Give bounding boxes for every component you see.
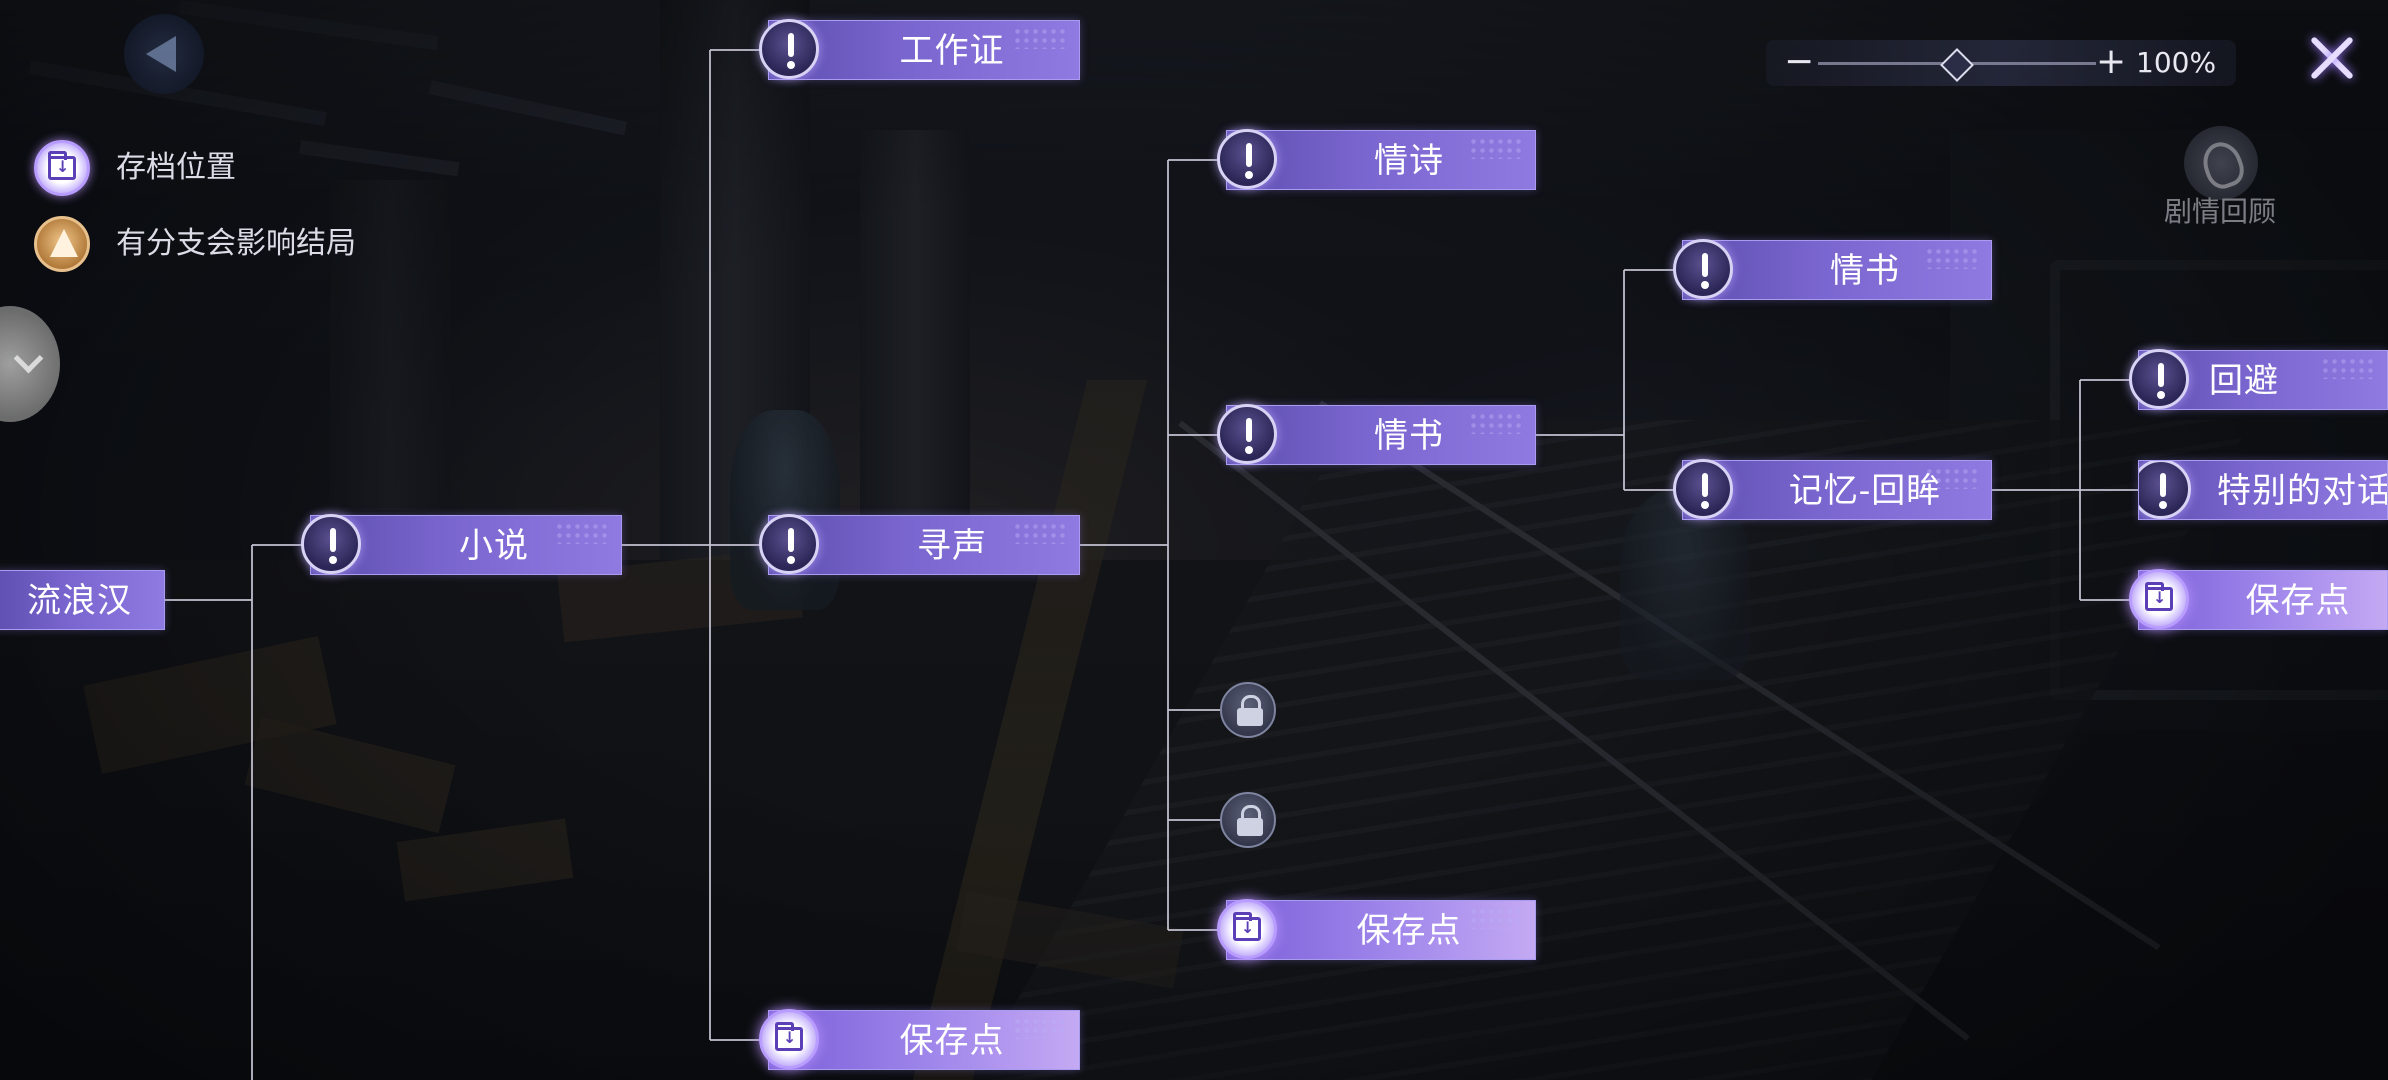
exclamation-icon	[1673, 459, 1733, 519]
save-folder-icon	[1217, 899, 1277, 959]
node-label: 回避	[2209, 361, 2279, 401]
locked-node-lock-icon[interactable]	[1220, 792, 1276, 848]
story-node-novel[interactable]: 小说	[301, 514, 622, 575]
node-pattern	[1013, 522, 1065, 544]
story-node-special-dialogue[interactable]: 特别的对话	[2138, 460, 2388, 520]
legend-label: 存档位置	[116, 150, 236, 185]
branch-ending-icon	[34, 216, 90, 272]
story-review-label: 剧情回顾	[2163, 195, 2276, 228]
story-node-seek-voice[interactable]: 寻声	[759, 514, 1080, 575]
exclamation-icon	[759, 19, 819, 79]
node-label: 保存点	[1356, 911, 1462, 951]
node-pattern	[1925, 467, 1977, 489]
exclamation-icon	[2139, 461, 2191, 519]
node-label: 特别的对话	[2217, 471, 2388, 511]
close-button[interactable]	[2302, 28, 2362, 88]
story-node-vagrant[interactable]: 流浪汉	[0, 570, 165, 630]
story-node-work-permit[interactable]: 工作证	[759, 19, 1080, 80]
node-label: 小说	[459, 526, 529, 566]
node-label: 寻声	[917, 526, 987, 566]
story-node-save-point[interactable]: 保存点	[1217, 899, 1536, 960]
exclamation-icon	[1217, 404, 1277, 464]
zoom-slider-thumb[interactable]	[1940, 48, 1974, 82]
zoom-in-button[interactable]: +	[2096, 41, 2127, 82]
node-label: 情书	[1374, 416, 1444, 456]
node-label: 保存点	[2245, 581, 2351, 621]
story-node-memory-glance[interactable]: 记忆-回眸	[1673, 459, 1992, 520]
node-pattern	[1013, 27, 1065, 49]
exclamation-icon	[759, 514, 819, 574]
story-node-love-letter[interactable]: 情书	[1217, 404, 1536, 465]
story-node-save-point[interactable]: 保存点	[759, 1009, 1080, 1070]
save-folder-icon	[759, 1009, 819, 1069]
story-node-avoid[interactable]: 回避	[2129, 349, 2388, 410]
node-label: 工作证	[899, 31, 1005, 71]
story-node-save-point[interactable]: 保存点	[2129, 569, 2388, 630]
zoom-control: − + 100%	[1766, 40, 2236, 86]
node-pattern	[555, 522, 607, 544]
node-pattern	[2321, 357, 2373, 379]
node-label: 情诗	[1374, 141, 1444, 181]
save-folder-icon	[2129, 569, 2189, 629]
node-label: 流浪汉	[27, 581, 132, 621]
story-node-love-poem[interactable]: 情诗	[1217, 129, 1536, 190]
node-label: 情书	[1830, 251, 1900, 291]
node-label: 记忆-回眸	[1788, 471, 1942, 511]
node-pattern	[1469, 412, 1521, 434]
node-label: 保存点	[899, 1021, 1005, 1061]
story-node-love-letter-2[interactable]: 情书	[1673, 239, 1992, 300]
back-button[interactable]	[124, 14, 204, 94]
legend-label: 有分支会影响结局	[116, 226, 356, 261]
node-pattern	[1925, 247, 1977, 269]
zoom-out-button[interactable]: −	[1784, 41, 1815, 82]
zoom-level-readout: 100%	[2136, 46, 2217, 79]
exclamation-icon	[301, 514, 361, 574]
node-pattern	[1469, 137, 1521, 159]
exclamation-icon	[1217, 129, 1277, 189]
exclamation-icon	[2129, 349, 2189, 409]
locked-node-lock-icon[interactable]	[1220, 682, 1276, 738]
exclamation-icon	[1673, 239, 1733, 299]
node-pattern	[1013, 1017, 1065, 1039]
save-folder-icon	[34, 140, 90, 196]
node-pattern	[1469, 907, 1521, 929]
story-review-button[interactable]: 剧情回顾	[2150, 124, 2290, 234]
story-review-icon	[2184, 126, 2258, 200]
